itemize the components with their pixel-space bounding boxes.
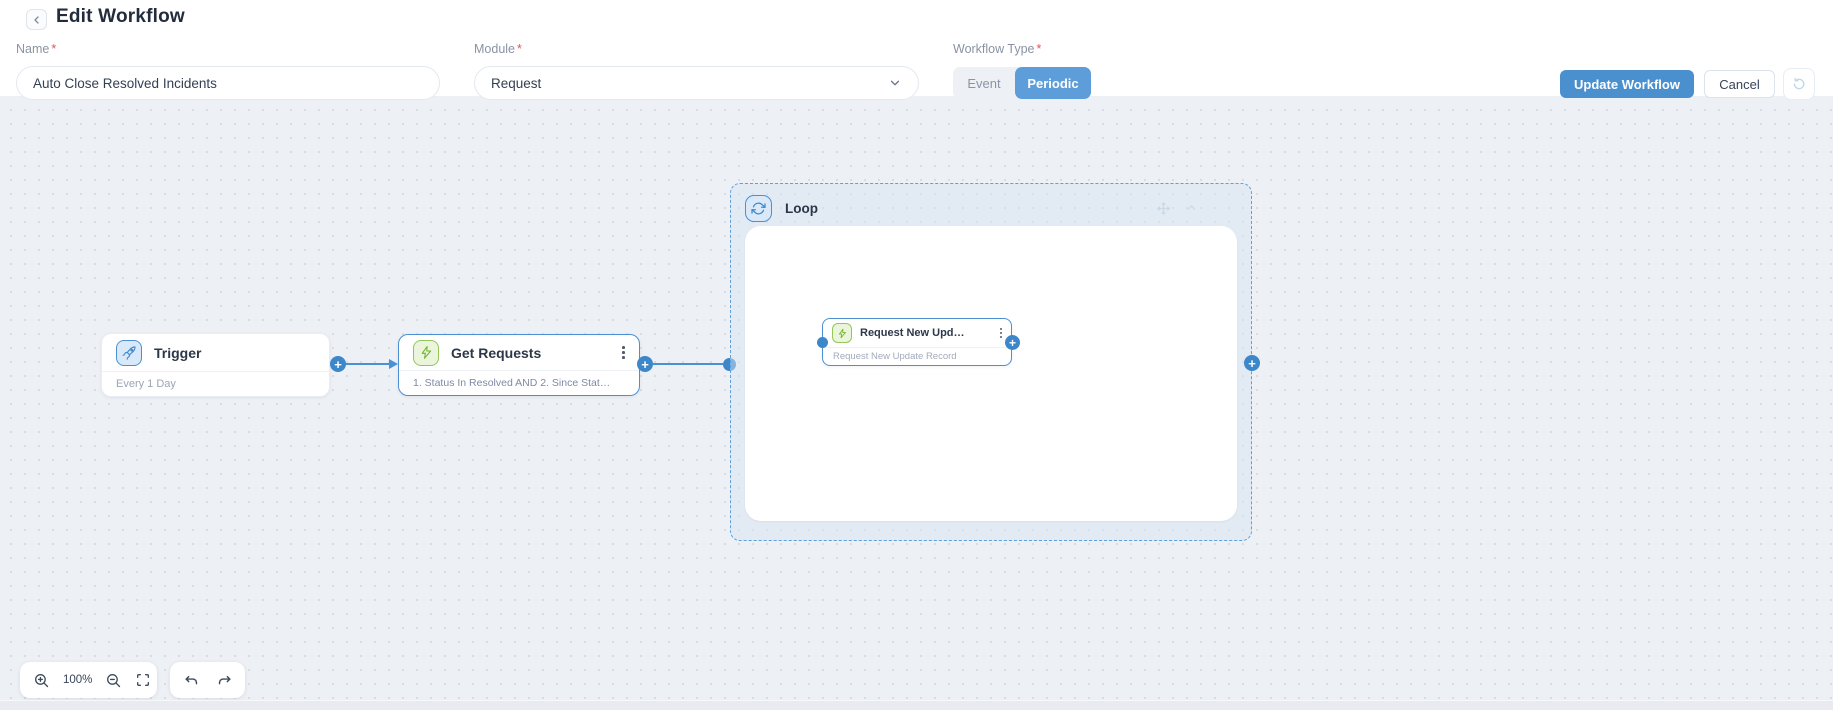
loop-header: Loop [731,184,1251,222]
required-asterisk: * [51,42,57,56]
edge-getrequests-to-loop [653,363,723,365]
move-handle-icon[interactable] [1155,200,1172,217]
module-label: Module* [474,42,522,56]
module-select-value: Request [491,75,542,91]
name-input[interactable] [16,66,440,100]
kebab-menu-icon[interactable] [622,346,625,359]
trigger-node-title: Trigger [154,344,202,361]
workflow-type-toggle: Event Periodic [953,67,1091,99]
lightning-icon [413,339,439,366]
trigger-node[interactable]: Trigger Every 1 Day [101,333,330,397]
bottom-edge-strip [0,700,1833,710]
history-reset-button[interactable] [1783,68,1815,100]
history-icon [1791,76,1807,92]
get-requests-condition: 1. Status In Resolved AND 2. Since Stat… [399,370,639,395]
required-asterisk: * [1036,42,1042,56]
workflow-type-event[interactable]: Event [967,75,1001,91]
zoom-toolbar: 100% [20,662,157,698]
zoom-level-value: 100% [63,674,93,686]
get-requests-node[interactable]: Get Requests 1. Status In Resolved AND 2… [398,334,640,396]
chevron-down-icon [888,76,902,90]
workflow-type-periodic[interactable]: Periodic [1015,67,1091,99]
request-new-update-subtitle: Request New Update Record [823,347,1011,365]
edge-arrowhead-icon [389,359,398,369]
rocket-icon [116,339,142,366]
request-new-update-node-header: Request New Upd… [823,319,1011,347]
undo-redo-toolbar [170,662,245,698]
workflow-canvas[interactable]: Trigger Every 1 Day + Get Requests 1. St… [0,97,1833,700]
request-new-update-node[interactable]: Request New Upd… Request New Update Reco… [822,318,1012,366]
zoom-out-button[interactable] [105,672,122,689]
edge-trigger-to-getrequests [346,363,390,365]
request-new-update-node-title: Request New Upd… [860,327,965,339]
child-input-connector-dot [817,337,828,348]
update-workflow-button[interactable]: Update Workflow [1560,70,1694,98]
loop-body-card [745,226,1237,521]
plus-icon: + [1248,355,1256,371]
loop-input-connector-dot [723,358,736,371]
page-title: Edit Workflow [56,6,185,27]
trigger-node-schedule: Every 1 Day [102,371,329,396]
get-requests-node-header: Get Requests [399,335,639,370]
child-add-step-button[interactable]: + [1005,335,1020,350]
trigger-add-step-button[interactable]: + [330,356,346,372]
zoom-in-button[interactable] [33,672,50,689]
trigger-node-header: Trigger [102,334,329,371]
workflow-type-label: Workflow Type* [953,42,1042,56]
plus-icon: + [1008,335,1016,350]
required-asterisk: * [517,42,522,56]
redo-button[interactable] [216,672,233,689]
module-select[interactable]: Request [474,66,919,100]
kebab-menu-icon[interactable] [999,327,1002,339]
undo-button[interactable] [183,672,200,689]
loop-add-step-button[interactable]: + [1244,355,1260,371]
get-requests-node-title: Get Requests [451,344,542,361]
collapse-chevron-up-icon[interactable] [1184,200,1199,217]
name-label: Name* [16,42,57,56]
loop-sync-icon [745,195,772,222]
editor-header: Edit Workflow Name* Module* Request Work… [0,0,1833,100]
loop-node-title: Loop [785,201,818,216]
plus-icon: + [334,356,342,372]
get-requests-add-step-button[interactable]: + [637,356,653,372]
chevron-left-icon [31,14,43,26]
cancel-button[interactable]: Cancel [1704,70,1775,98]
fit-to-screen-button[interactable] [135,672,151,688]
lightning-icon [832,323,852,343]
back-button[interactable] [26,9,47,30]
plus-icon: + [641,356,649,372]
